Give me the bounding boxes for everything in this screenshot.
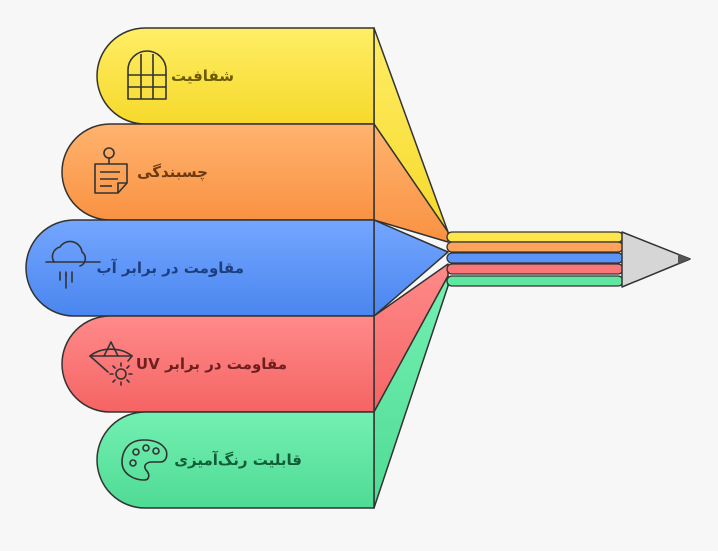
pencil xyxy=(446,231,691,288)
pencil-tip-lead xyxy=(678,254,690,264)
pencil-stripe-yellow xyxy=(446,231,624,243)
pill-adhesion xyxy=(61,123,375,221)
sun-shield-icon xyxy=(89,341,133,386)
connector-wedges xyxy=(373,27,449,509)
pill-uv-resistance xyxy=(61,315,375,413)
pill-transparency xyxy=(96,27,375,125)
label-paintability: قابلیت رنگ‌آمیزی xyxy=(174,451,302,469)
pencil-tip-wood xyxy=(621,231,691,288)
label-uv-resistance: مقاومت در برابر UV xyxy=(136,355,287,373)
palette-icon xyxy=(121,439,168,481)
label-transparency: شفافیت xyxy=(171,67,234,85)
rain-cloud-icon xyxy=(45,240,101,289)
labels: شفافیت چسبندگی مقاومت در برابر آب مقاومت… xyxy=(97,67,303,469)
pill-water-resistance xyxy=(25,219,375,317)
label-adhesion: چسبندگی xyxy=(137,163,208,182)
pencil-stripe-red xyxy=(446,263,624,275)
label-water-resistance: مقاومت در برابر آب xyxy=(97,259,245,277)
sticky-note-icon xyxy=(94,147,128,194)
pencil-stripe-blue xyxy=(446,252,624,264)
window-icon xyxy=(127,50,167,100)
pencil-stripe-orange xyxy=(446,241,624,253)
pill-paintability xyxy=(96,411,375,509)
pencil-stripe-green xyxy=(446,275,624,287)
